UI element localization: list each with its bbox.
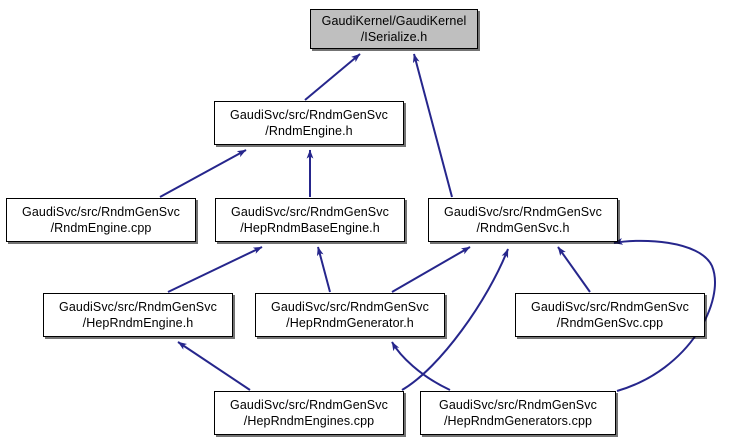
node-label-line2: /HepRndmEngines.cpp bbox=[243, 414, 375, 428]
node-label-line1: GaudiSvc/src/RndmGenSvc bbox=[231, 204, 389, 219]
node-label-line2: /RndmGenSvc.h bbox=[476, 221, 570, 235]
node-label-line1: GaudiKernel/GaudiKernel bbox=[321, 13, 467, 28]
node-label-line2: /HepRndmGenerators.cpp bbox=[443, 414, 593, 428]
node-heprndmgenerators-cpp[interactable]: GaudiSvc/src/RndmGenSvc /HepRndmGenerato… bbox=[420, 391, 616, 435]
edge-hepgenerator-h-to-hepbaseengine-h bbox=[316, 246, 331, 293]
node-label-line1: GaudiSvc/src/RndmGenSvc bbox=[22, 204, 180, 219]
node-gaudikernel-iserialize-h[interactable]: GaudiKernel/GaudiKernel /ISerialize.h bbox=[310, 9, 478, 49]
edge-hepengine-h-to-hepbaseengine-h bbox=[167, 246, 263, 293]
node-label-line2: /HepRndmEngine.h bbox=[82, 316, 194, 330]
node-rndmgensvc-h[interactable]: GaudiSvc/src/RndmGenSvc /RndmGenSvc.h bbox=[428, 198, 618, 242]
edge-hepgenerators-cpp-to-hepgenerator-h bbox=[391, 341, 451, 391]
node-rndmengine-h[interactable]: GaudiSvc/src/RndmGenSvc /RndmEngine.h bbox=[214, 101, 404, 145]
edge-rndmengine-h-to-iserialize bbox=[304, 53, 361, 101]
node-label-line1: GaudiSvc/src/RndmGenSvc bbox=[439, 397, 597, 412]
node-label-line1: GaudiSvc/src/RndmGenSvc bbox=[531, 299, 689, 314]
edge-hepgenerators-cpp-to-rndmgensvc-h bbox=[613, 238, 716, 392]
edge-hepengines-cpp-to-rndmgensvc-h bbox=[401, 248, 509, 391]
node-label-line2: /HepRndmGenerator.h bbox=[286, 316, 414, 330]
node-label-line1: GaudiSvc/src/RndmGenSvc bbox=[230, 107, 388, 122]
edge-rndmgensvc-h-to-iserialize bbox=[412, 53, 453, 198]
edge-hepgenerator-h-to-rndmgensvc-h bbox=[391, 246, 471, 293]
node-label-line2: /RndmEngine.h bbox=[265, 124, 353, 138]
node-rndmgensvc-cpp[interactable]: GaudiSvc/src/RndmGenSvc /RndmGenSvc.cpp bbox=[515, 293, 705, 337]
node-label-line2: /RndmGenSvc.cpp bbox=[556, 316, 664, 330]
edge-rndmengine-cpp-to-rndmengine-h bbox=[159, 149, 247, 198]
node-label-line1: GaudiSvc/src/RndmGenSvc bbox=[230, 397, 388, 412]
node-label-line2: /ISerialize.h bbox=[360, 30, 428, 44]
node-label-line1: GaudiSvc/src/RndmGenSvc bbox=[271, 299, 429, 314]
node-label-line2: /HepRndmBaseEngine.h bbox=[240, 221, 380, 235]
node-label-line1: GaudiSvc/src/RndmGenSvc bbox=[444, 204, 602, 219]
node-heprndmgenerator-h[interactable]: GaudiSvc/src/RndmGenSvc /HepRndmGenerato… bbox=[255, 293, 445, 337]
node-heprndmengine-h[interactable]: GaudiSvc/src/RndmGenSvc /HepRndmEngine.h bbox=[43, 293, 233, 337]
node-label-line2: /RndmEngine.cpp bbox=[50, 221, 152, 235]
node-heprndmbaseengine-h[interactable]: GaudiSvc/src/RndmGenSvc /HepRndmBaseEngi… bbox=[215, 198, 405, 242]
node-label-line1: GaudiSvc/src/RndmGenSvc bbox=[59, 299, 217, 314]
edge-hepengines-cpp-to-hepengine-h bbox=[177, 341, 251, 391]
node-heprndmengines-cpp[interactable]: GaudiSvc/src/RndmGenSvc /HepRndmEngines.… bbox=[214, 391, 404, 435]
node-rndmengine-cpp[interactable]: GaudiSvc/src/RndmGenSvc /RndmEngine.cpp bbox=[6, 198, 196, 242]
edge-rndmgensvc-cpp-to-rndmgensvc-h bbox=[557, 246, 591, 293]
